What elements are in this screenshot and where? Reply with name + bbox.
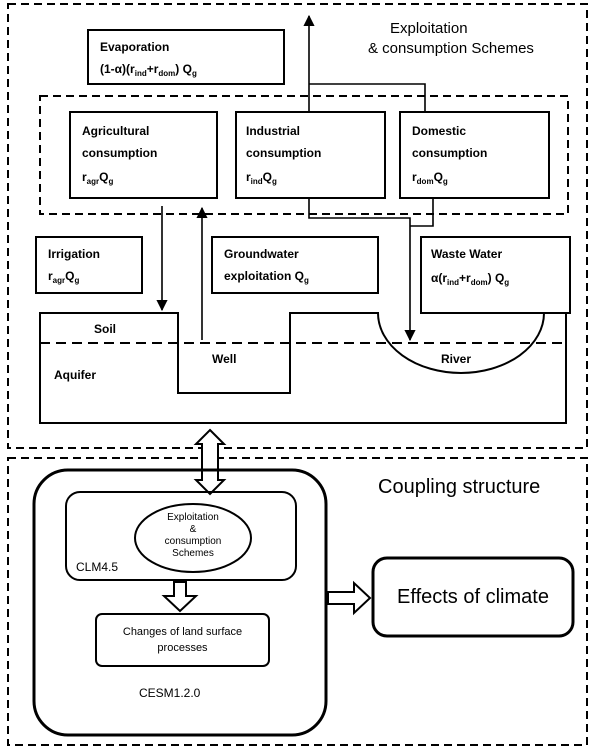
clm-box [65,491,297,581]
wastewater-formula: α(rind+rdom) Qg [431,271,510,287]
top-panel-border [7,3,588,449]
line-domestic-to-river [410,198,434,227]
bottom-panel-border [7,457,588,746]
terrain-outline [39,312,567,424]
arrow-to-river [308,198,416,342]
groundwater-line1: Groundwater [224,247,299,261]
evaporation-box [87,29,285,85]
changes-line1: Changes of land surface [122,626,243,638]
groundwater-box [211,236,379,294]
agricultural-box [69,111,218,199]
irrigation-formula: ragrQg [48,269,80,285]
irrigation-title: Irrigation [48,247,101,261]
arrow-clm-to-changes [161,581,199,613]
cesm-box [32,468,328,737]
line-domestic-to-evap [309,83,426,112]
top-panel-title-line2: & consumption Schemes [368,40,534,57]
industrial-line1: Industrial [246,124,301,138]
industrial-formula: rindQg [246,170,277,186]
effects-label: Effects of climate [397,586,549,608]
coupling-structure-title: Coupling structure [378,476,541,498]
top-panel-title-line1: Exploitation [390,20,468,37]
domestic-formula: rdomQg [412,170,448,186]
domestic-line2: consumption [412,146,488,160]
ellipse-line1: Exploitation [167,512,219,523]
irrigation-box [35,236,143,294]
evaporation-formula: (1-α)(rind+rdom) Qg [100,62,197,78]
schemes-ellipse [134,503,252,573]
consumption-group-border [39,95,569,215]
agricultural-line2: consumption [82,146,158,160]
ellipse-line2: & [189,524,197,535]
river-label: River [441,352,472,366]
evaporation-title: Evaporation [100,40,170,54]
aquifer-label: Aquifer [54,368,96,382]
effects-box [371,556,575,638]
industrial-box [235,111,386,199]
wastewater-box [420,236,571,314]
soil-label: Soil [94,322,117,336]
flow-arrows [156,14,434,342]
agricultural-line1: Agricultural [82,124,150,138]
well-label: Well [212,352,237,366]
clm-label: CLM4.5 [76,560,119,574]
arrow-to-effects [327,580,372,616]
agricultural-formula: ragrQg [82,170,114,186]
ellipse-line3: consumption [164,536,222,547]
changes-box [95,613,270,667]
wastewater-title: Waste Water [431,247,503,261]
coupling-double-arrow [193,428,227,496]
changes-line2: processes [157,642,208,654]
domestic-box [399,111,550,199]
ellipse-line4: Schemes [172,548,214,559]
industrial-line2: consumption [246,146,322,160]
domestic-line1: Domestic [412,124,467,138]
cesm-label: CESM1.2.0 [139,686,201,700]
groundwater-line2: exploitation Qg [224,269,309,285]
